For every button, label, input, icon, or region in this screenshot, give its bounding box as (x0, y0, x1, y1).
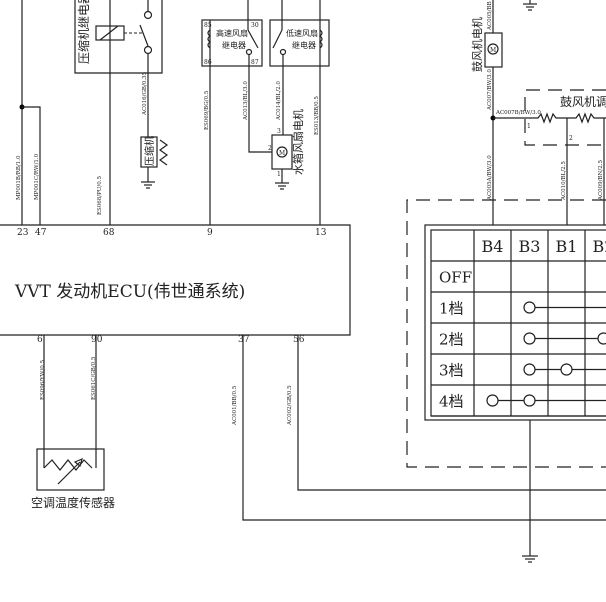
column-header: B1 (556, 237, 578, 256)
pin-85: 85 (204, 22, 212, 29)
svg-text:M: M (490, 47, 496, 54)
wire-label: ES068/PU/0.5 (97, 176, 103, 215)
sensor-label: 空调温度传感器 (31, 495, 115, 510)
wire-label: ES061C/GB/0.5 (91, 356, 97, 400)
pin-87: 87 (251, 59, 259, 66)
contact-point (486, 394, 499, 407)
compressor-label: 压缩机 (143, 136, 156, 166)
ecu-box: VVT 发动机ECU(伟世通系统) 23 47 68 9 13 6 90 37 … (0, 224, 351, 345)
pin-23: 23 (17, 228, 29, 238)
high-relay-label-2: 继电器 (222, 40, 246, 50)
wire-label: ES013/BB/0.5 (314, 96, 320, 135)
row-label: 3档 (439, 362, 464, 380)
wire-labels: MP001B/RB/1.0 MP001C/RW/1.0 ES068/PU/0.5… (16, 1, 604, 426)
module-pin-1: 1 (527, 123, 531, 130)
wire-label: AC014/BL/2.0 (276, 81, 282, 121)
radiator-fan-motor: M 2 3 1 水箱风扇电机 (268, 109, 305, 190)
blower-module-label: 鼓风机调速 (560, 95, 606, 109)
low-speed-fan-relay: 低速风扇 继电器 (269, 0, 330, 225)
high-speed-fan-relay: 高速风扇 继电器 85 30 86 87 (201, 0, 272, 225)
contact-point (597, 332, 606, 345)
contact-point (560, 363, 573, 376)
wire-label: MP001C/RW/1.0 (34, 153, 40, 200)
contact-point (523, 332, 536, 345)
ecu-title: VVT 发动机ECU(伟世通系统) (14, 282, 245, 302)
wire-label: ES096/YW/0.5 (40, 359, 46, 400)
module-pin-2: 2 (569, 135, 573, 142)
column-header: B3 (519, 237, 541, 256)
contact-point (523, 301, 536, 314)
compressor-relay-label: 压缩机继电器 (76, 0, 91, 64)
pin-13: 13 (315, 228, 327, 238)
pin-68: 68 (103, 228, 115, 238)
pin-30: 30 (251, 22, 259, 29)
blower-motor: M 鼓风机电机 (470, 0, 537, 225)
bottom-wires (242, 335, 606, 563)
blower-speed-module: 鼓风机调速 1 2 (493, 89, 606, 225)
svg-text:M: M (279, 150, 285, 157)
contact-point (523, 394, 536, 407)
wire-label: AC016/GB/0.35 (142, 71, 148, 116)
blower-switch-table: B4 B3 B1 B2OFF 1档 2档 3档 4档 (424, 224, 606, 421)
left-wires (19, 0, 111, 225)
wire-label: AC005A/BW/3.0 (487, 155, 493, 201)
fan-pin-1: 1 (277, 171, 281, 178)
wire-label: AC001/BB/0.5 (232, 385, 238, 426)
wire-label: AC010/BL/2.5 (561, 161, 567, 201)
row-label: 2档 (439, 331, 464, 349)
row-label: 4档 (439, 393, 464, 411)
row-label: OFF (439, 269, 472, 287)
blower-motor-label: 鼓风机电机 (470, 17, 484, 72)
fan-pin-2: 2 (268, 145, 272, 152)
pin-47: 47 (35, 228, 47, 238)
ac-temperature-sensor: 空调温度传感器 (31, 335, 115, 510)
wire-label: AC007/BW/3.0 (487, 69, 493, 111)
wire-label: ES069/BG/0.5 (204, 90, 210, 130)
wire-label: AC009/BN/2.5 (598, 160, 604, 201)
pin-86: 86 (204, 59, 212, 66)
pin-6: 6 (37, 335, 43, 345)
wire-label: AC005/BB (487, 1, 493, 31)
contact-point (523, 363, 536, 376)
wire-label: AC002/GB/0.5 (287, 385, 293, 426)
compressor-relay: 压缩机继电器 (74, 0, 163, 137)
high-relay-label-1: 高速风扇 (216, 28, 248, 38)
fan-pin-3: 3 (277, 128, 281, 135)
wire-label: MP001B/RB/1.0 (16, 155, 22, 200)
radiator-fan-label: 水箱风扇电机 (291, 109, 305, 175)
compressor: 压缩机 (140, 136, 169, 189)
pin-56: 56 (293, 335, 305, 345)
pin-90: 90 (91, 335, 103, 345)
wire-label: AC007B/BW/3.0 (495, 110, 541, 116)
row-label: 1档 (439, 300, 464, 318)
wire-label: AC013/BL/3.0 (243, 81, 249, 121)
column-header: B4 (482, 237, 504, 256)
pin-9: 9 (207, 228, 213, 238)
low-relay-label-2: 继电器 (292, 40, 316, 50)
blower-switch-outline (406, 199, 606, 468)
pin-37: 37 (238, 335, 250, 345)
column-header: B2 (593, 237, 606, 256)
low-relay-label-1: 低速风扇 (286, 28, 318, 38)
